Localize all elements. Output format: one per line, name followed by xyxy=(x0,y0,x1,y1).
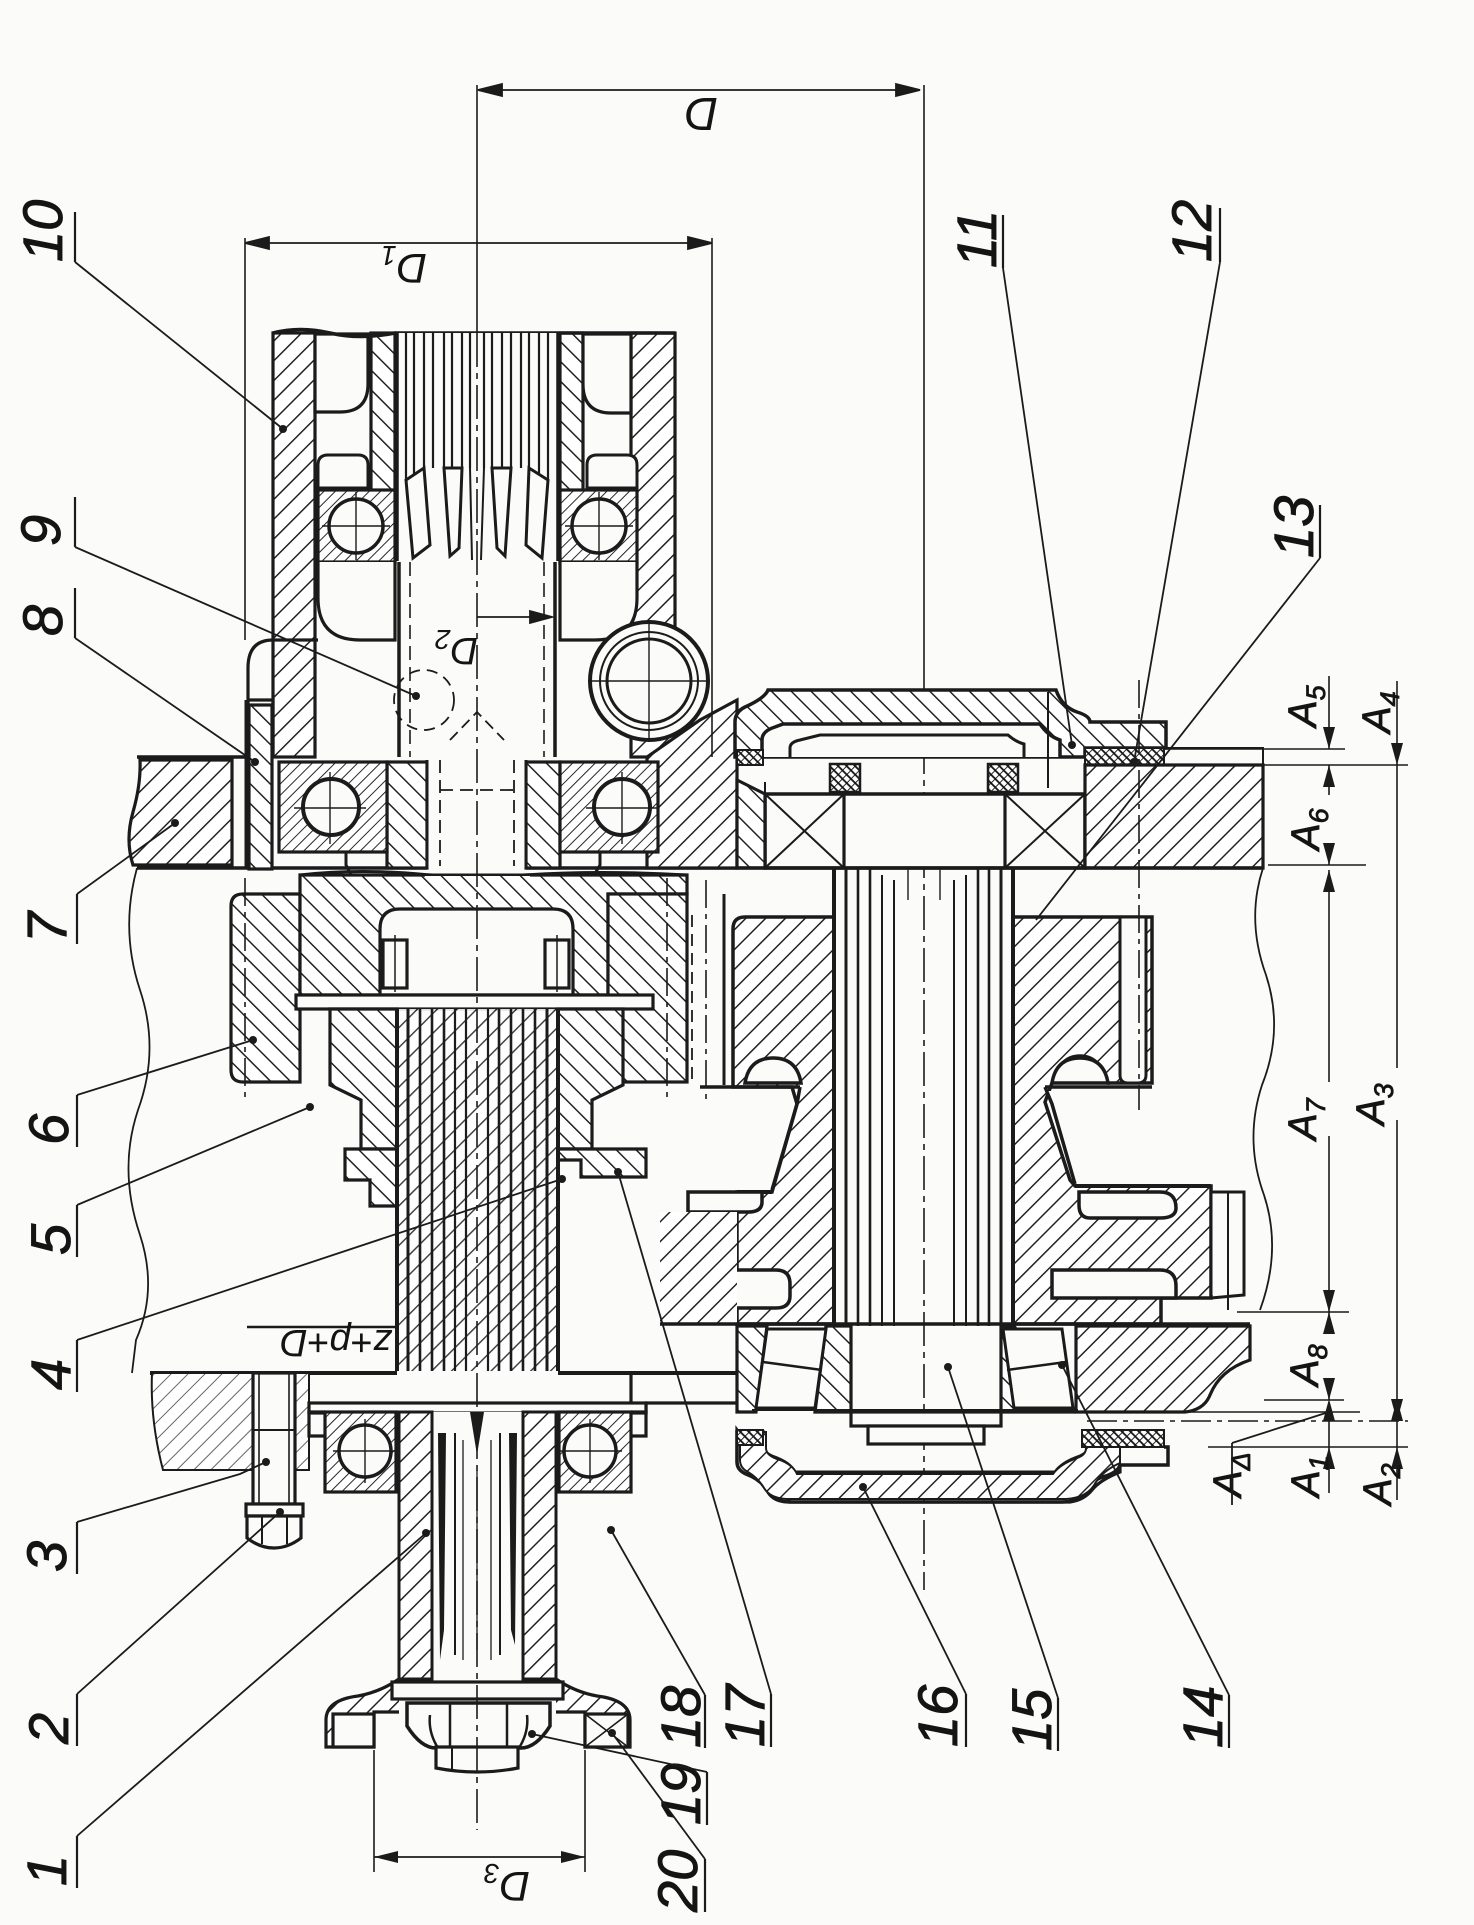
svg-text:D: D xyxy=(685,88,718,140)
svg-text:2: 2 xyxy=(17,1713,80,1745)
svg-text:1: 1 xyxy=(15,1855,78,1886)
svg-text:13: 13 xyxy=(1262,496,1325,558)
svg-text:8: 8 xyxy=(11,605,74,636)
svg-text:A4: A4 xyxy=(1355,691,1405,735)
svg-text:A5: A5 xyxy=(1281,684,1331,729)
svg-text:3: 3 xyxy=(15,1541,78,1572)
svg-text:11: 11 xyxy=(945,210,1008,268)
svg-text:6: 6 xyxy=(17,1113,80,1145)
svg-text:19: 19 xyxy=(649,1763,712,1825)
svg-text:9: 9 xyxy=(9,515,72,546)
svg-text:14: 14 xyxy=(1171,1686,1234,1748)
svg-text:12: 12 xyxy=(1160,200,1223,262)
svg-text:z+p+D: z+p+D xyxy=(280,1321,393,1363)
svg-text:17: 17 xyxy=(713,1683,776,1747)
svg-text:15: 15 xyxy=(1000,1688,1063,1751)
svg-text:20: 20 xyxy=(646,1850,709,1913)
svg-text:18: 18 xyxy=(649,1686,712,1748)
svg-text:D1: D1 xyxy=(381,240,427,292)
svg-text:16: 16 xyxy=(906,1684,969,1747)
svg-text:7: 7 xyxy=(15,910,78,943)
svg-text:10: 10 xyxy=(11,200,74,262)
svg-text:5: 5 xyxy=(19,1223,82,1255)
svg-text:4: 4 xyxy=(19,1359,82,1390)
